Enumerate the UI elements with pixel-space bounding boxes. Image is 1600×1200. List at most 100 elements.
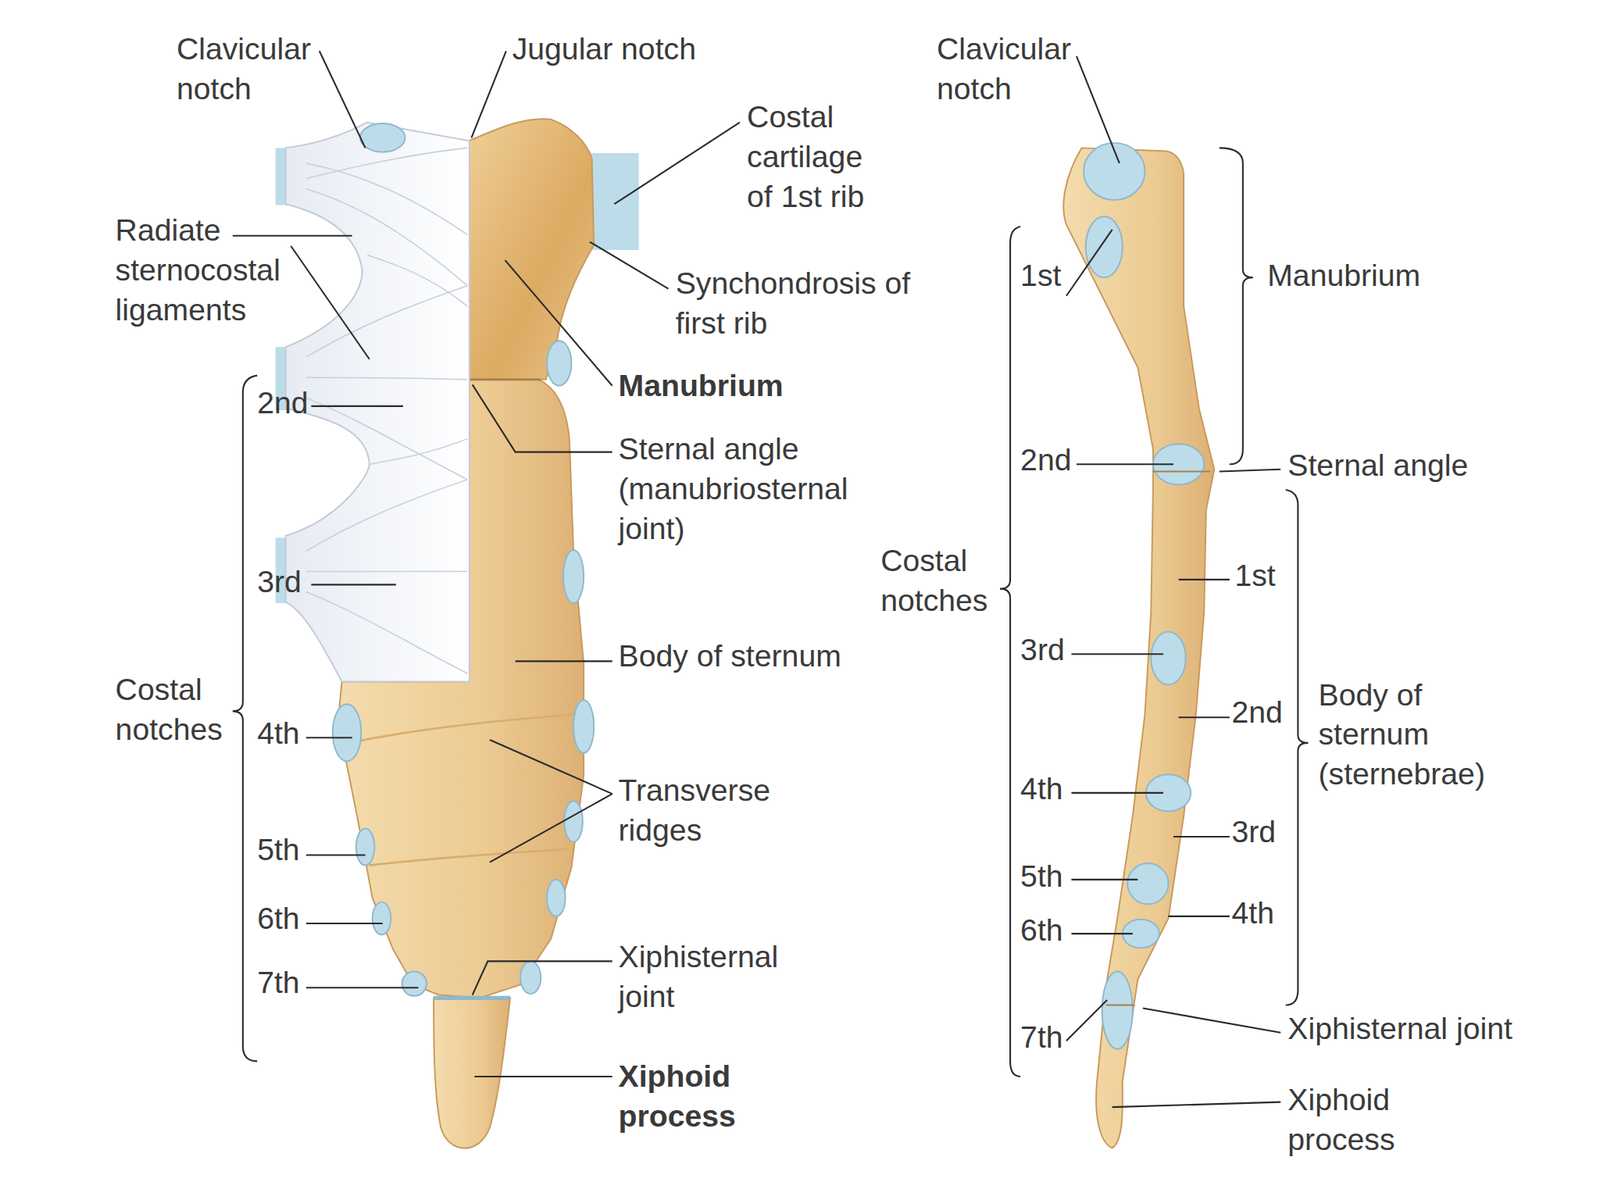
xiphisternal-joint bbox=[433, 996, 511, 1000]
part-label: Xiphisternal joint bbox=[1287, 1007, 1513, 1048]
part-label: Transverse ridges bbox=[618, 770, 788, 850]
part-label: Costal cartilage of 1st rib bbox=[746, 96, 880, 217]
leader-line bbox=[1076, 463, 1174, 465]
transverse-ridge bbox=[369, 849, 568, 866]
leader-line bbox=[474, 1075, 612, 1078]
fibre bbox=[369, 439, 468, 465]
part-label: Clavicular notch bbox=[176, 28, 330, 109]
part-label: Body of sternum bbox=[618, 635, 842, 676]
leader-line bbox=[1066, 1000, 1108, 1041]
bracket bbox=[1000, 226, 1021, 1077]
lateral-sternum bbox=[1063, 142, 1215, 1149]
leader-line bbox=[306, 853, 366, 856]
part-label: 2nd bbox=[257, 382, 308, 423]
leader-lines bbox=[232, 50, 1281, 1108]
leader-line bbox=[1168, 915, 1230, 918]
leader-line bbox=[290, 246, 370, 360]
lateral-notches bbox=[1083, 142, 1204, 1050]
xiphisternal-joint bbox=[1106, 1004, 1136, 1007]
fibre bbox=[367, 255, 468, 307]
part-label: Clavicular notch bbox=[936, 28, 1090, 109]
transverse-ridge bbox=[349, 714, 580, 743]
fibre bbox=[306, 479, 468, 551]
ligament-fibres bbox=[306, 147, 468, 674]
manubriosternal-joint bbox=[1153, 470, 1211, 472]
leader-line bbox=[589, 242, 669, 290]
part-label: Jugular notch bbox=[512, 28, 697, 69]
leader-line bbox=[306, 736, 353, 739]
leader-line bbox=[310, 583, 396, 586]
notch-cartilage bbox=[1127, 863, 1168, 904]
fibre bbox=[306, 163, 468, 235]
notch-cartilage bbox=[520, 960, 541, 994]
part-label: Sternal angle bbox=[1287, 444, 1468, 485]
notch-cartilage bbox=[564, 800, 583, 842]
part-label: 4th bbox=[1231, 892, 1274, 933]
part-label: 7th bbox=[257, 962, 300, 1003]
part-label: 2nd bbox=[1020, 439, 1072, 480]
part-label: 6th bbox=[257, 897, 300, 938]
part-label: Xiphisternal joint bbox=[618, 936, 793, 1017]
fibre bbox=[306, 397, 468, 479]
leader-line bbox=[1219, 469, 1281, 472]
part-label: 2nd bbox=[1231, 692, 1283, 733]
leader-line bbox=[306, 922, 383, 925]
part-label: 5th bbox=[1020, 856, 1063, 897]
leader-line bbox=[1076, 56, 1120, 164]
fibre bbox=[306, 592, 468, 674]
bracket bbox=[1285, 489, 1309, 1006]
part-label: Xiphoid process bbox=[1287, 1079, 1421, 1160]
leader-line bbox=[472, 384, 613, 452]
leader-line bbox=[505, 260, 613, 386]
part-label: 1st bbox=[1020, 255, 1061, 296]
part-label: Manubrium bbox=[618, 365, 784, 406]
leader-line bbox=[489, 793, 613, 863]
notch-cartilage bbox=[573, 700, 594, 754]
leader-line bbox=[1071, 792, 1164, 794]
notch-cartilage bbox=[1150, 631, 1186, 685]
fibre bbox=[306, 571, 468, 573]
notch-cartilage bbox=[1102, 971, 1133, 1049]
anterior-sternum bbox=[275, 118, 640, 1149]
notch-cartilage bbox=[1085, 216, 1123, 278]
leader-line bbox=[1066, 229, 1113, 297]
part-label: Costal notches bbox=[115, 669, 243, 750]
fibre bbox=[306, 189, 468, 286]
leader-line bbox=[1071, 932, 1133, 935]
leader-line bbox=[489, 739, 613, 794]
fibre bbox=[306, 377, 468, 380]
notch-cartilage bbox=[332, 703, 362, 761]
part-label: Sternal angle (manubriosternal joint) bbox=[618, 428, 864, 549]
part-label: Body of sternum (sternebrae) bbox=[1318, 674, 1498, 794]
bracket bbox=[1219, 147, 1254, 465]
first-costal-cartilage bbox=[589, 153, 640, 250]
xiphoid-bone bbox=[433, 997, 511, 1148]
leader-line bbox=[614, 122, 740, 204]
costal-notches bbox=[332, 123, 594, 997]
notch-cartilage bbox=[372, 902, 392, 936]
radiate-ligament bbox=[285, 122, 470, 683]
notch-cartilage bbox=[546, 879, 566, 917]
leader-line bbox=[319, 50, 366, 148]
part-label: 4th bbox=[257, 713, 300, 754]
part-label: 6th bbox=[1020, 910, 1063, 950]
part-label: Xiphoid process bbox=[618, 1056, 752, 1136]
leader-line bbox=[1142, 1007, 1281, 1033]
part-label: Manubrium bbox=[1267, 255, 1421, 296]
leader-line bbox=[1112, 1102, 1282, 1108]
leader-line bbox=[232, 235, 353, 237]
leader-line bbox=[471, 50, 506, 138]
leader-line bbox=[310, 405, 404, 408]
part-label: 7th bbox=[1020, 1017, 1063, 1058]
notch-cartilage bbox=[356, 828, 375, 866]
leader-line bbox=[1178, 578, 1230, 581]
leader-line bbox=[1178, 716, 1230, 718]
part-label: Costal notches bbox=[880, 540, 1008, 621]
manubriosternal-joint bbox=[464, 378, 541, 382]
leader-line bbox=[306, 986, 419, 989]
brackets bbox=[232, 147, 1309, 1077]
leader-line bbox=[1173, 835, 1230, 838]
notch-cartilage bbox=[546, 340, 572, 386]
part-label: 3rd bbox=[257, 560, 302, 601]
